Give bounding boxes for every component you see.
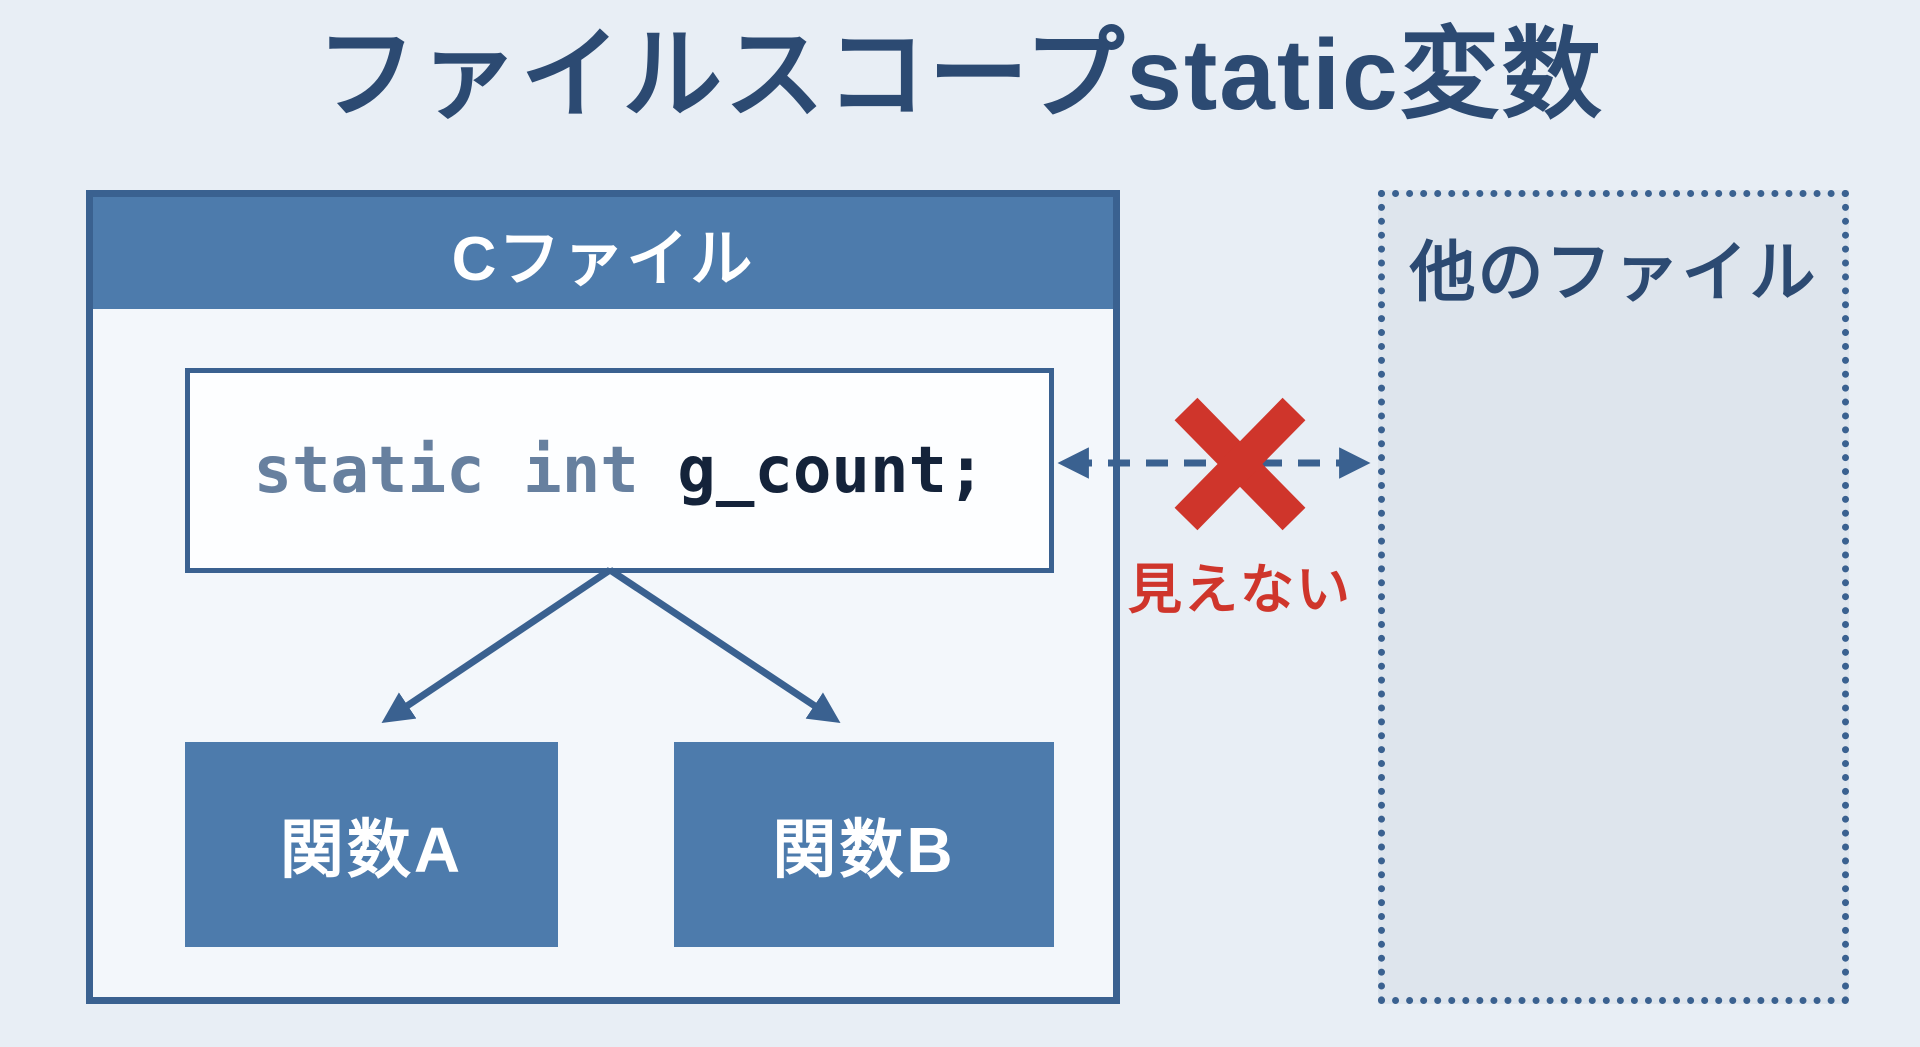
static-variable-box: static int g_count; xyxy=(185,368,1054,573)
c-file-box: Cファイル static int g_count; 関数A 関数B xyxy=(86,190,1120,1004)
visibility-label: 見えない xyxy=(1128,560,1352,620)
code-identifier: g_count; xyxy=(677,433,986,508)
function-a-label: 関数A xyxy=(279,813,464,886)
function-a-box: 関数A xyxy=(185,742,558,947)
diagram-title: ファイルスコープstatic変数 xyxy=(316,19,1604,131)
function-b-label: 関数B xyxy=(772,813,956,886)
c-file-header: Cファイル xyxy=(93,197,1113,309)
other-file-box: 他のファイル xyxy=(1378,190,1849,1004)
code-keyword: static int xyxy=(253,433,678,508)
other-file-header: 他のファイル xyxy=(1409,235,1818,309)
function-b-box: 関数B xyxy=(674,742,1054,947)
cross-icon xyxy=(1174,397,1306,531)
